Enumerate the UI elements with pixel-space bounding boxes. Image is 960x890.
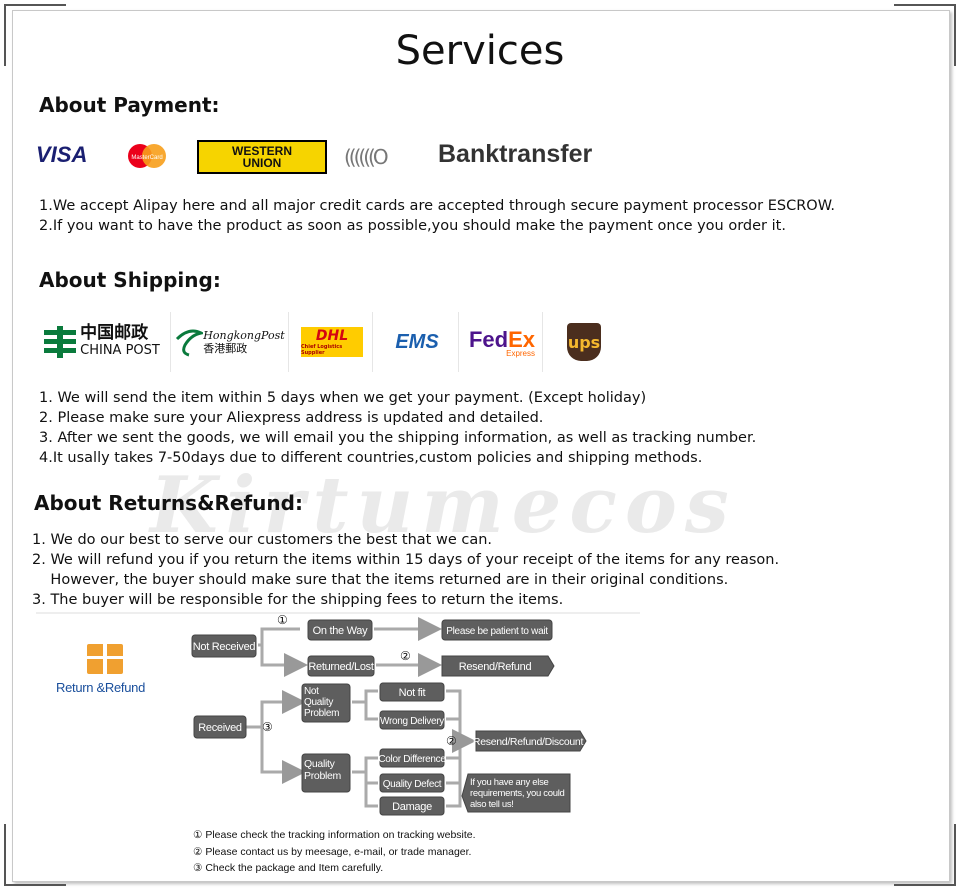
hongkong-post-icon bbox=[176, 329, 204, 357]
shipping-line: 3. After we sent the goods, we will emai… bbox=[39, 430, 757, 446]
resend-refund-label: Resend/Refund bbox=[459, 661, 532, 673]
corner-decoration bbox=[894, 824, 956, 886]
shipping-heading: About Shipping: bbox=[39, 268, 221, 292]
china-post-icon bbox=[44, 326, 77, 358]
step-2-marker: ② bbox=[400, 649, 411, 663]
quality-box bbox=[301, 753, 351, 793]
ups-logo: ups bbox=[546, 312, 622, 372]
flow-note: ② Please contact us by meesage, e-mail, … bbox=[193, 846, 472, 858]
quality-defect-box bbox=[379, 773, 445, 793]
be-patient-box bbox=[441, 619, 553, 641]
corner-decoration bbox=[894, 4, 956, 66]
page-title: Services bbox=[395, 28, 565, 74]
flow-note: ③ Check the package and Item carefully. bbox=[193, 862, 384, 874]
shipping-line: 2. Please make sure your Aliexpress addr… bbox=[39, 410, 544, 426]
svg-text:MasterCard: MasterCard bbox=[131, 155, 162, 161]
return-refund-label: Return &Refund bbox=[56, 680, 146, 695]
returns-line: However, the buyer should make sure that… bbox=[32, 572, 729, 588]
step-3-marker: ③ bbox=[262, 720, 273, 734]
not-received-label: Not Received bbox=[193, 641, 256, 653]
returned-lost-label: Returned/Lost bbox=[308, 661, 373, 673]
other-requirements-box bbox=[461, 773, 571, 813]
quality-label: Quality Problem bbox=[304, 758, 341, 782]
mastercard-logo: MasterCard bbox=[124, 142, 170, 170]
on-the-way-box bbox=[307, 619, 373, 641]
color-difference-label: Color Difference bbox=[378, 754, 446, 765]
received-box bbox=[193, 715, 247, 739]
received-label: Received bbox=[198, 722, 242, 734]
resend-refund-box bbox=[441, 655, 555, 677]
shipping-line: 4.It usally takes 7-50days due to differ… bbox=[39, 450, 703, 466]
banktransfer-logo: Banktransfer bbox=[438, 140, 593, 168]
damage-box bbox=[379, 796, 445, 816]
corner-decoration bbox=[4, 4, 66, 66]
not-quality-box bbox=[301, 683, 351, 723]
fedex-logo: FedEx Express bbox=[462, 312, 543, 372]
payment-line: 1.We accept Alipay here and all major cr… bbox=[39, 198, 836, 214]
wrong-delivery-box bbox=[379, 710, 445, 730]
dhl-logo: DHL Chief Logistics Supplier bbox=[292, 312, 373, 372]
western-union-logo: WESTERN UNION bbox=[197, 140, 327, 174]
returns-line: 3. The buyer will be responsible for the… bbox=[32, 592, 564, 608]
resend-refund-discount-label: Resend/Refund/Discount bbox=[473, 736, 584, 748]
on-the-way-label: On the Way bbox=[313, 625, 368, 637]
step-1-marker: ① bbox=[277, 613, 288, 627]
not-fit-label: Not fit bbox=[399, 687, 426, 699]
flow-note: ① Please check the tracking information … bbox=[193, 829, 476, 841]
step-2-marker: ② bbox=[446, 734, 457, 748]
damage-label: Damage bbox=[392, 801, 432, 813]
visa-logo: VISA bbox=[36, 142, 88, 167]
corner-decoration bbox=[4, 824, 66, 886]
wrong-delivery-label: Wrong Delivery bbox=[380, 716, 444, 727]
returned-lost-box bbox=[307, 655, 375, 677]
color-difference-box bbox=[379, 748, 445, 768]
payment-heading: About Payment: bbox=[39, 93, 220, 117]
page-frame bbox=[12, 10, 950, 882]
returns-heading: About Returns&Refund: bbox=[34, 491, 303, 515]
shipping-line: 1. We will send the item within 5 days w… bbox=[39, 390, 647, 406]
not-fit-box bbox=[379, 682, 445, 702]
be-patient-label: Please be patient to wait bbox=[446, 626, 548, 637]
contactless-icon: ((((((O bbox=[344, 145, 389, 169]
not-received-box bbox=[191, 634, 257, 658]
hongkong-post-logo: HongkongPost 香港郵政 bbox=[172, 312, 289, 372]
china-post-logo: 中国邮政 CHINA POST bbox=[30, 312, 171, 372]
quality-defect-label: Quality Defect bbox=[383, 779, 442, 790]
not-quality-label: Not Quality Problem bbox=[304, 686, 340, 719]
other-requirements-label: If you have any else requirements, you c… bbox=[470, 777, 565, 810]
ems-logo: EMS bbox=[376, 312, 459, 372]
returns-line: 1. We do our best to serve our customers… bbox=[32, 532, 493, 548]
watermark: Kirtumecos bbox=[150, 460, 737, 551]
payment-line: 2.If you want to have the product as soo… bbox=[39, 218, 786, 234]
resend-refund-discount-box bbox=[475, 730, 587, 752]
gift-icon bbox=[87, 644, 123, 674]
returns-line: 2. We will refund you if you return the … bbox=[32, 552, 780, 568]
